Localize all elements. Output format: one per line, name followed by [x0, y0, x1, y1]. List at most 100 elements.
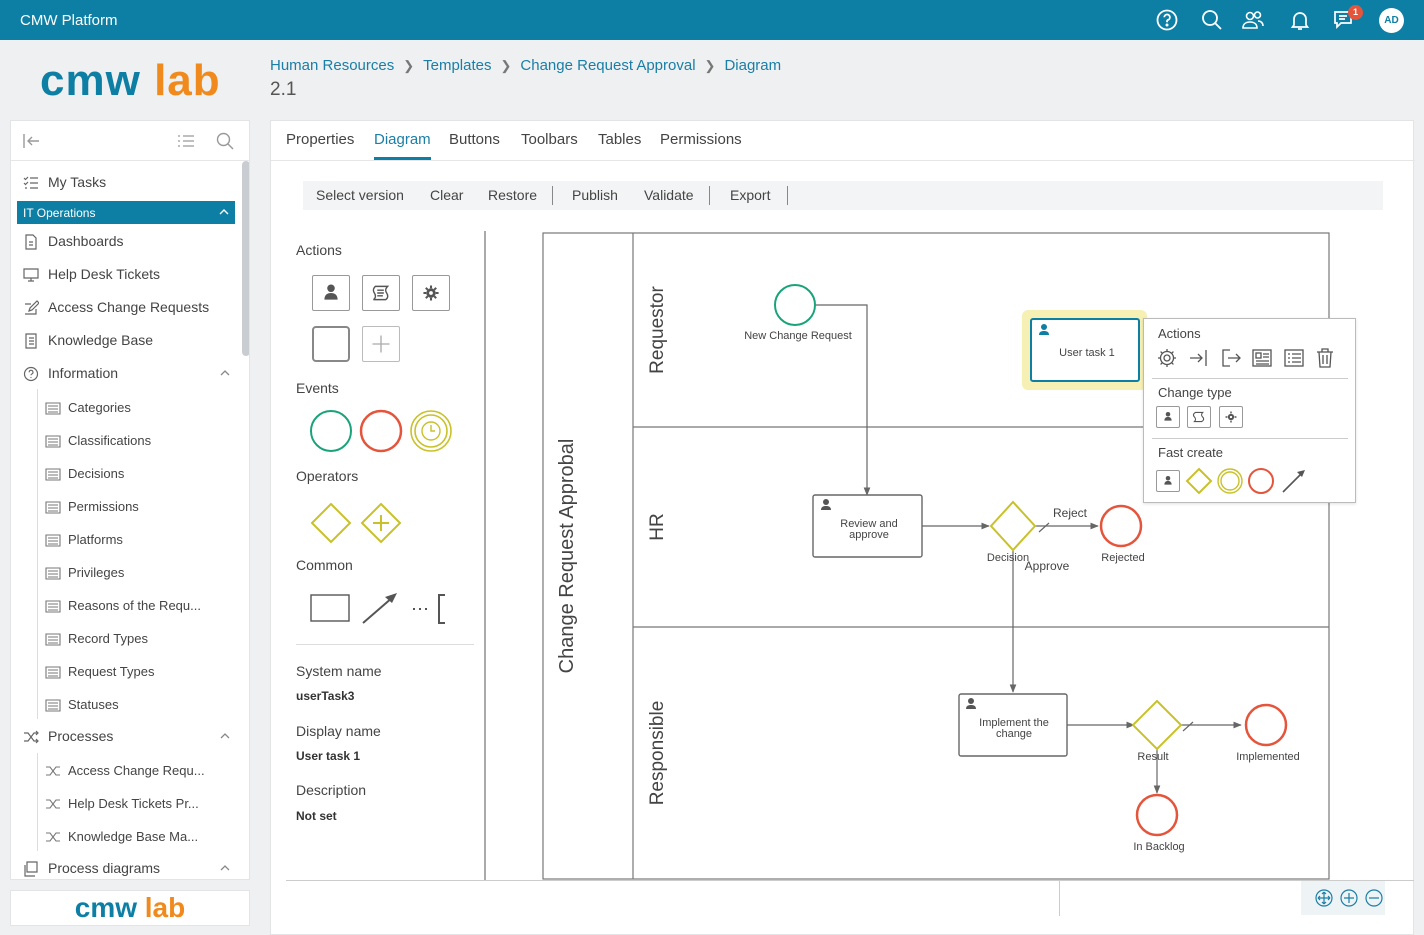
- palette-end-event[interactable]: [359, 409, 403, 453]
- palette-script-task-button[interactable]: [362, 275, 400, 311]
- validate-button[interactable]: Validate: [644, 187, 694, 203]
- task-review-and-approve[interactable]: [812, 494, 923, 558]
- palette-start-event[interactable]: [309, 409, 353, 453]
- sidebar-item-help-desk-tickets[interactable]: Help Desk Tickets: [11, 258, 239, 291]
- palette-service-task-button[interactable]: [412, 275, 450, 311]
- palette-connector-arrow[interactable]: [359, 591, 403, 627]
- palette-exclusive-gateway[interactable]: [309, 501, 353, 545]
- trash-icon[interactable]: [1314, 347, 1336, 369]
- app-title[interactable]: CMW Platform: [20, 12, 118, 29]
- sidebar-item-decisions[interactable]: Decisions: [11, 457, 239, 490]
- collapse-sidebar-icon[interactable]: [23, 133, 41, 149]
- lane-label-hr[interactable]: HR: [647, 513, 668, 540]
- breadcrumb-item[interactable]: Human Resources: [270, 57, 395, 74]
- fast-create-intermediate-event[interactable]: [1216, 467, 1244, 495]
- sidebar-item-process-help-desk[interactable]: Help Desk Tickets Pr...: [11, 787, 239, 820]
- publish-button[interactable]: Publish: [572, 187, 618, 203]
- sidebar-item-reasons[interactable]: Reasons of the Requ...: [11, 589, 239, 622]
- end-event-rejected[interactable]: [1099, 504, 1143, 548]
- breadcrumb-item[interactable]: Change Request Approval: [520, 57, 696, 74]
- palette-rectangle[interactable]: [309, 591, 353, 627]
- sidebar-item-knowledge-base[interactable]: Knowledge Base: [11, 324, 239, 357]
- sidebar-item-privileges[interactable]: Privileges: [11, 556, 239, 589]
- bell-icon[interactable]: [1288, 8, 1312, 32]
- fast-create-end-event[interactable]: [1247, 467, 1275, 495]
- chevron-up-icon[interactable]: [219, 730, 231, 742]
- select-version-button[interactable]: Select version: [316, 187, 404, 203]
- tab-properties[interactable]: Properties: [286, 131, 355, 148]
- chevron-up-icon[interactable]: [219, 367, 231, 379]
- zoom-in-icon[interactable]: [1340, 889, 1358, 907]
- tab-buttons[interactable]: Buttons: [449, 131, 500, 148]
- sidebar-item-information[interactable]: Information: [11, 357, 239, 390]
- form-icon[interactable]: [1251, 347, 1273, 369]
- description-value[interactable]: Not set: [296, 809, 337, 823]
- palette-parallel-gateway[interactable]: [359, 501, 403, 545]
- sidebar-item-platforms[interactable]: Platforms: [11, 523, 239, 556]
- fit-view-icon[interactable]: [1315, 889, 1333, 907]
- sidebar-item-categories[interactable]: Categories: [11, 391, 239, 424]
- sidebar-item-my-tasks[interactable]: My Tasks: [11, 166, 239, 199]
- display-name-value[interactable]: User task 1: [296, 749, 361, 763]
- sidebar-item-process-knowledge-base[interactable]: Knowledge Base Ma...: [11, 820, 239, 853]
- tab-diagram[interactable]: Diagram: [374, 131, 431, 148]
- sidebar-item-access-change-requests[interactable]: Access Change Requests: [11, 291, 239, 324]
- change-type-user-task[interactable]: [1156, 406, 1180, 428]
- sidebar-item-process-diagrams[interactable]: Process diagrams: [11, 852, 239, 879]
- sidebar-item-permissions[interactable]: Permissions: [11, 490, 239, 523]
- system-name-value[interactable]: userTask3: [296, 689, 355, 703]
- lane-label-requestor[interactable]: Requestor: [647, 286, 668, 374]
- enter-icon[interactable]: [1188, 347, 1210, 369]
- sidebar-item-request-types[interactable]: Request Types: [11, 655, 239, 688]
- exit-icon[interactable]: [1220, 347, 1242, 369]
- clear-button[interactable]: Clear: [430, 187, 464, 203]
- sidebar-item-process-access-change[interactable]: Access Change Requ...: [11, 754, 239, 787]
- fast-create-gateway[interactable]: [1185, 467, 1213, 495]
- tab-tables[interactable]: Tables: [598, 131, 642, 148]
- palette-timer-event[interactable]: [409, 409, 453, 453]
- gateway-result[interactable]: [1131, 699, 1183, 751]
- export-button[interactable]: Export: [730, 187, 771, 203]
- sequence-flow[interactable]: [816, 304, 871, 496]
- users-icon[interactable]: [1241, 8, 1265, 32]
- sidebar-item-dashboards[interactable]: Dashboards: [11, 225, 239, 258]
- end-event-implemented[interactable]: [1244, 703, 1288, 747]
- sidebar-item-processes[interactable]: Processes: [11, 720, 239, 753]
- palette-add-button[interactable]: [362, 326, 400, 362]
- footer-logo[interactable]: cmw lab: [10, 890, 250, 926]
- user-task-1[interactable]: [1030, 318, 1140, 382]
- restore-button[interactable]: Restore: [488, 187, 538, 203]
- change-type-service-task[interactable]: [1219, 406, 1243, 428]
- chevron-up-icon[interactable]: [219, 862, 231, 874]
- list-view-icon[interactable]: [177, 134, 195, 148]
- palette-user-task-button[interactable]: [312, 275, 350, 311]
- sidebar-search-icon[interactable]: [216, 132, 234, 150]
- sidebar-item-statuses[interactable]: Statuses: [11, 688, 239, 721]
- fast-create-connector[interactable]: [1280, 467, 1308, 495]
- breadcrumb-item[interactable]: Templates: [423, 57, 492, 74]
- sidebar-section-it-operations[interactable]: IT Operations: [17, 201, 235, 224]
- sidebar-item-record-types[interactable]: Record Types: [11, 622, 239, 655]
- zoom-out-icon[interactable]: [1365, 889, 1383, 907]
- start-event[interactable]: [774, 284, 816, 326]
- end-event-backlog[interactable]: [1135, 793, 1179, 837]
- change-type-script-task[interactable]: [1187, 406, 1211, 428]
- tab-permissions[interactable]: Permissions: [660, 131, 742, 148]
- breadcrumb-item[interactable]: Diagram: [724, 57, 782, 74]
- pool-label[interactable]: Change Request Approbal: [556, 439, 578, 674]
- search-icon[interactable]: [1200, 8, 1224, 32]
- task-implement-change[interactable]: [958, 693, 1068, 757]
- palette-subprocess-button[interactable]: [312, 326, 350, 362]
- list-icon[interactable]: [1283, 347, 1305, 369]
- help-icon[interactable]: [1155, 8, 1179, 32]
- settings-gear-icon[interactable]: [1156, 347, 1178, 369]
- sidebar-scrollbar[interactable]: [242, 161, 249, 356]
- tab-toolbars[interactable]: Toolbars: [521, 131, 578, 148]
- sidebar-item-classifications[interactable]: Classifications: [11, 424, 239, 457]
- fast-create-user-task[interactable]: [1156, 470, 1180, 492]
- logo[interactable]: cmw lab: [40, 56, 221, 106]
- avatar[interactable]: AD: [1379, 8, 1404, 33]
- palette-annotation[interactable]: [409, 591, 453, 627]
- gateway-decision[interactable]: [989, 500, 1037, 552]
- lane-label-responsible[interactable]: Responsible: [647, 701, 668, 806]
